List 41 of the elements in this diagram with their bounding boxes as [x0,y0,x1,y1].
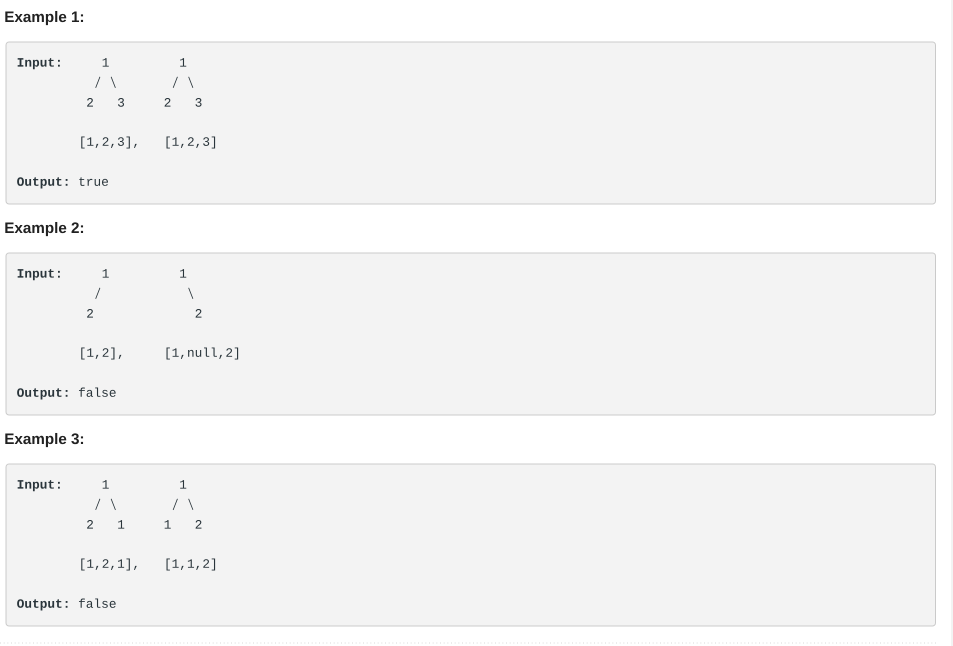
branch-line [188,498,194,510]
branch-line [95,498,100,510]
node-label: 1 [180,269,186,278]
node-label: 2 [87,98,93,107]
input-label: Input: [18,480,60,492]
branch-line [188,287,194,300]
output-text: Output: false [17,388,116,400]
branch-line [110,76,116,88]
array-text: [1,2], [81,348,122,360]
branch-line [95,287,100,300]
array-text: [1,2,1], [81,558,137,570]
heading: Example 2: [5,222,84,236]
node-label: 1 [102,269,109,278]
array-text: [1,2,3], [81,136,137,148]
branch-line [172,498,178,510]
node-label: 2 [87,520,93,529]
branch-line [188,76,194,88]
node-label: 1 [180,58,186,67]
node-label: 3 [118,98,124,107]
branch-line [110,498,116,510]
node-label: 2 [196,520,202,529]
node-label: 1 [102,58,109,67]
output-text: Output: false [17,598,116,610]
node-label: 3 [196,98,202,107]
branch-line [172,76,178,88]
node-label: 2 [196,309,202,318]
node-label: 1 [164,520,171,529]
array-text: [1,null,2] [166,348,238,360]
node-label: 2 [87,309,93,318]
branch-line [95,76,100,88]
node-label: 2 [164,98,170,107]
heading: Example 3: [5,432,84,448]
array-text: [1,1,2] [166,558,216,570]
output-text: Output: true [17,177,108,188]
array-text: [1,2,3] [166,136,216,148]
input-label: Input: [18,269,60,280]
node-label: 1 [118,520,124,529]
node-label: 1 [180,480,186,489]
node-label: 1 [102,480,109,489]
input-label: Input: [18,58,60,70]
heading: Example 1: [5,10,84,26]
